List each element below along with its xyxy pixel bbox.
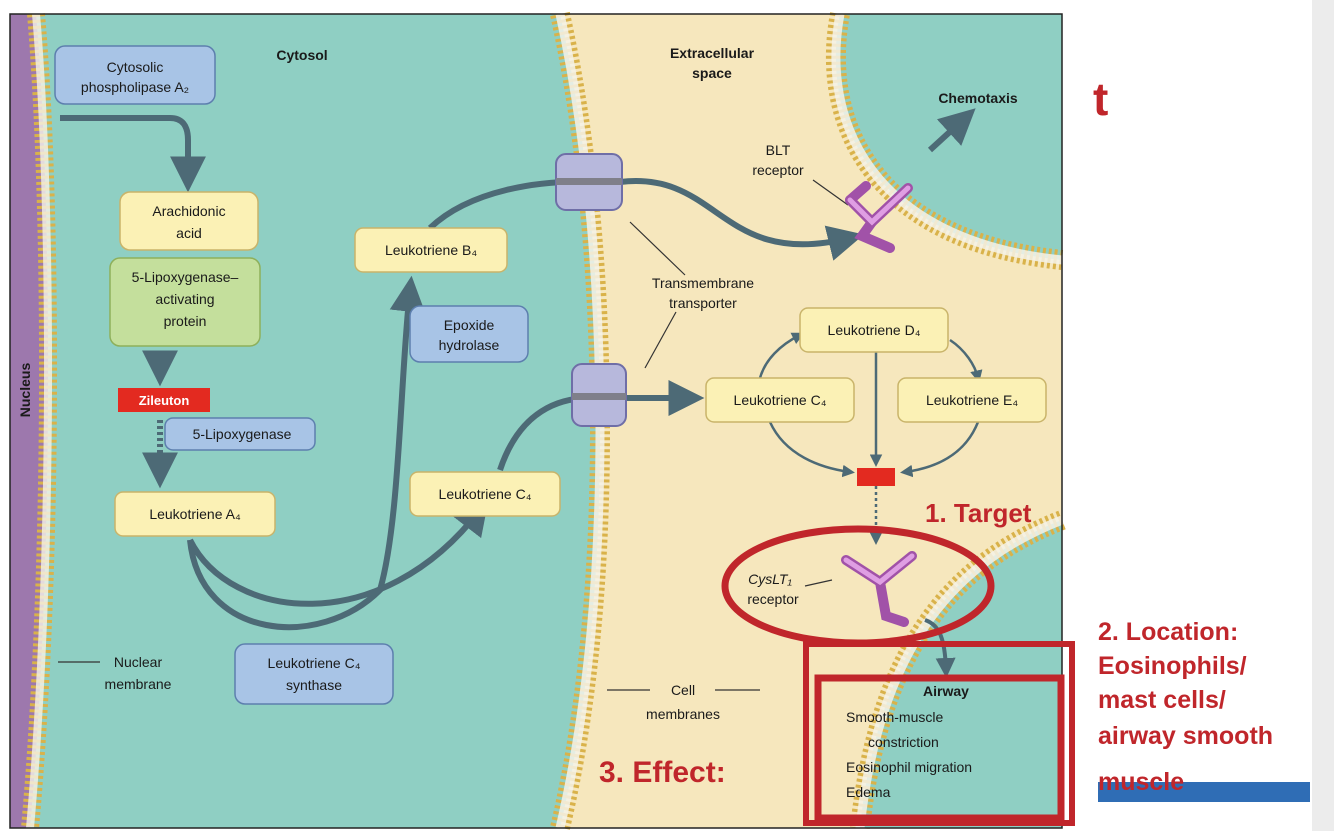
text-cytosolic-pla2-2: phospholipase A₂ [81,79,189,95]
arrow-chemotaxis [927,108,976,153]
arrow-ltd4-to-lte4 [949,338,983,383]
box-lta4 [114,491,276,537]
box-5-lipoxygenase [164,417,316,451]
label-airway-2: constriction [868,734,939,750]
label-cell-2: membranes [646,706,720,722]
arrow-lte4-to-blocker [900,421,980,478]
label-cyslt1-1: CysLT₁ [748,571,792,587]
text-ltc4-synthase-1: Leukotriene C₄ [268,655,361,671]
nuclear-membrane [21,13,58,829]
label-extracellular-1: Extracellular [670,45,755,61]
label-chemotaxis: Chemotaxis [938,90,1018,106]
text-ltd4: Leukotriene D₄ [828,322,921,338]
box-flap [109,257,261,347]
text-flap-1: 5-Lipoxygenase– [132,269,239,285]
diagram-frame [9,13,1063,829]
box-ltc4-synthase [234,643,394,705]
annotation-location-box-outer [803,641,1075,826]
cell-membrane-upper-right [825,12,1064,270]
box-ltb4 [354,227,508,273]
box-zileuton [118,388,210,412]
label-airway-1: Smooth-muscle [846,709,943,725]
text-flap-2: activating [155,291,214,307]
box-ltc4-extracellular [705,377,855,423]
side-scrollbar-strip [1312,0,1334,831]
label-cyslt1-2: receptor [747,591,799,607]
leader-transporter-top [629,221,686,276]
label-nucleus: Nucleus [17,363,33,418]
text-zileuton: Zileuton [139,393,190,408]
label-transporter-2: transporter [669,295,737,311]
label-cytosol: Cytosol [276,47,327,63]
label-airway-3: Eosinophil migration [846,759,972,775]
leader-transporter-bottom [644,311,677,369]
box-ltd4 [799,307,949,353]
annotation-location-1: 2. Location: [1098,618,1238,646]
blue-underline-bar [1098,782,1310,802]
pathway-arrows [60,108,976,631]
text-ltc4-cytosol: Leukotriene C₄ [439,486,532,502]
cell-membrane-airway [850,510,1066,830]
label-cell-1: Cell [671,682,695,698]
nucleus-region [10,14,49,828]
text-ltc4-extra: Leukotriene C₄ [734,392,827,408]
blt-receptor [845,181,913,253]
text-ltb4: Leukotriene B₄ [385,242,477,258]
arrow-ltc4-to-blocker [768,421,855,478]
label-blt-2: receptor [752,162,804,178]
cell-membrane-left [550,11,611,831]
text-flap-3: protein [164,313,207,329]
label-transporter-1: Transmembrane [652,275,754,291]
annotation-location-2: Eosinophils/ [1098,652,1247,680]
arrow-receptor-to-airway [924,618,956,678]
thin-arrows [758,332,983,678]
slide-title-fragment: t [1093,73,1108,125]
annotation-location-4: airway smooth [1098,722,1273,750]
cyslt1-receptor [841,551,917,627]
transmembrane-transporter-lower [571,363,627,427]
text-ltc4-synthase-2: synthase [286,677,342,693]
label-extracellular-2: space [692,65,732,81]
text-arachidonic-1: Arachidonic [152,203,225,219]
annotation-location-5: muscle [1098,768,1184,796]
box-lte4 [897,377,1047,423]
text-epoxide-1: Epoxide [444,317,495,333]
box-arachidonic-acid [119,191,259,251]
box-epoxide-hydrolase [409,305,529,363]
leader-cyslt1 [804,579,833,587]
text-lte4: Leukotriene E₄ [926,392,1018,408]
box-cytosolic-pla2 [54,45,216,105]
annotation-effect: 3. Effect: [599,756,726,789]
label-blt-1: BLT [766,142,791,158]
box-ltc4-cytosol [409,471,561,517]
annotation-effect-box-inner [814,674,1065,822]
label-airway-4: Edema [846,784,891,800]
text-arachidonic-2: acid [176,225,202,241]
text-5-lipoxygenase: 5-Lipoxygenase [193,426,292,442]
label-airway-title: Airway [923,683,969,699]
transmembrane-transporter-upper [555,153,623,211]
text-lta4: Leukotriene A₄ [149,506,241,522]
leader-blt [812,179,849,206]
label-nuclear-2: membrane [105,676,172,692]
annotation-target: 1. Target [925,498,1032,528]
arrow-transporter-to-blt [619,178,864,261]
annotation-location-3: mast cells/ [1098,686,1226,714]
arrow-lta4-to-ltc4 [187,498,489,607]
text-cytosolic-pla2-1: Cytosolic [107,59,164,75]
arrow-ltc4-to-ltd4 [758,332,805,379]
label-nuclear-1: Nuclear [114,654,163,670]
text-epoxide-2: hydrolase [439,337,500,353]
leader-lines [58,179,849,691]
cyslt1-antagonist-blocker [857,468,895,486]
airway-cell-region [860,520,1062,828]
arrow-pla2-to-aa [60,115,206,193]
